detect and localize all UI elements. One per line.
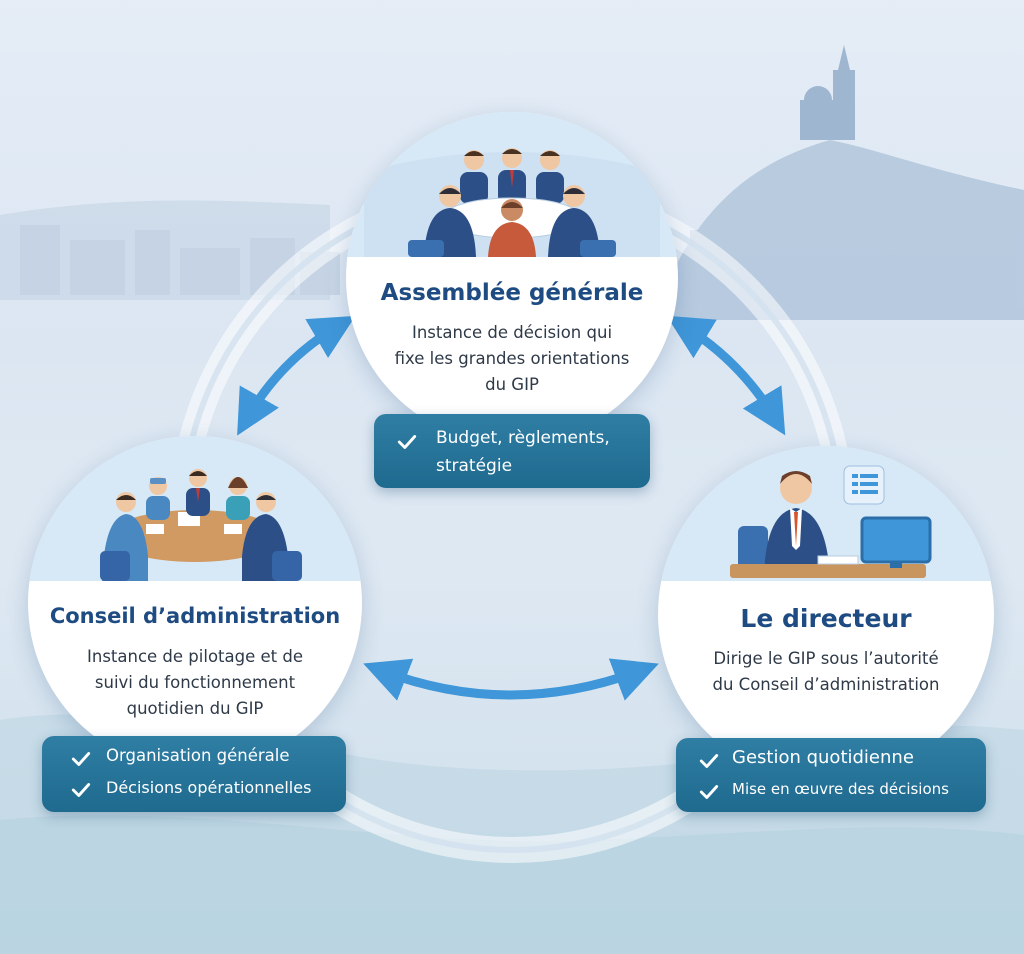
pill-item: Décisions opérationnelles — [106, 778, 312, 797]
check-icon — [699, 754, 719, 768]
pill-item: Gestion quotidienne — [732, 747, 914, 768]
check-icon — [397, 435, 417, 449]
check-icon — [71, 752, 91, 766]
node-directeur: Le directeur Dirige le GIP sous l’autori… — [658, 446, 994, 782]
node-title: Assemblée générale — [380, 280, 644, 306]
check-icon — [699, 785, 719, 799]
pill-conseil-responsibilities: Organisation générale Décisions opératio… — [42, 736, 346, 812]
meeting-scene-icon — [346, 112, 678, 257]
node-description: Instance de décision qui fixe les grande… — [394, 323, 630, 394]
pill-item: Budget, règlements, — [436, 428, 610, 448]
check-icon — [71, 783, 91, 797]
document-icon — [843, 465, 885, 505]
node-title: Le directeur — [740, 604, 912, 633]
node-description: Instance de pilotage et de suivi du fonc… — [87, 647, 303, 718]
pill-directeur-responsibilities: Gestion quotidienne Mise en œuvre des dé… — [676, 738, 986, 812]
node-title: Conseil d’administration — [49, 604, 341, 628]
node-assemblee-generale: Assemblée générale Instance de décision … — [346, 112, 678, 444]
node-description: Dirige le GIP sous l’autorité du Conseil… — [712, 649, 940, 694]
pill-assemblee-responsibilities: Budget, règlements, stratégie — [374, 414, 650, 488]
arrow-assemblee-directeur — [666, 315, 786, 436]
monitor-icon — [860, 516, 932, 568]
arrow-assemblee-conseil — [237, 315, 356, 436]
node-conseil-administration: Conseil d’administration Instance de pil… — [28, 436, 362, 770]
pill-item: stratégie — [436, 456, 513, 476]
pill-item: Mise en œuvre des décisions — [732, 780, 949, 798]
meeting-scene-icon — [28, 436, 362, 581]
arrow-conseil-directeur — [363, 658, 659, 701]
pill-item: Organisation générale — [106, 746, 290, 765]
director-scene-icon — [658, 446, 994, 581]
